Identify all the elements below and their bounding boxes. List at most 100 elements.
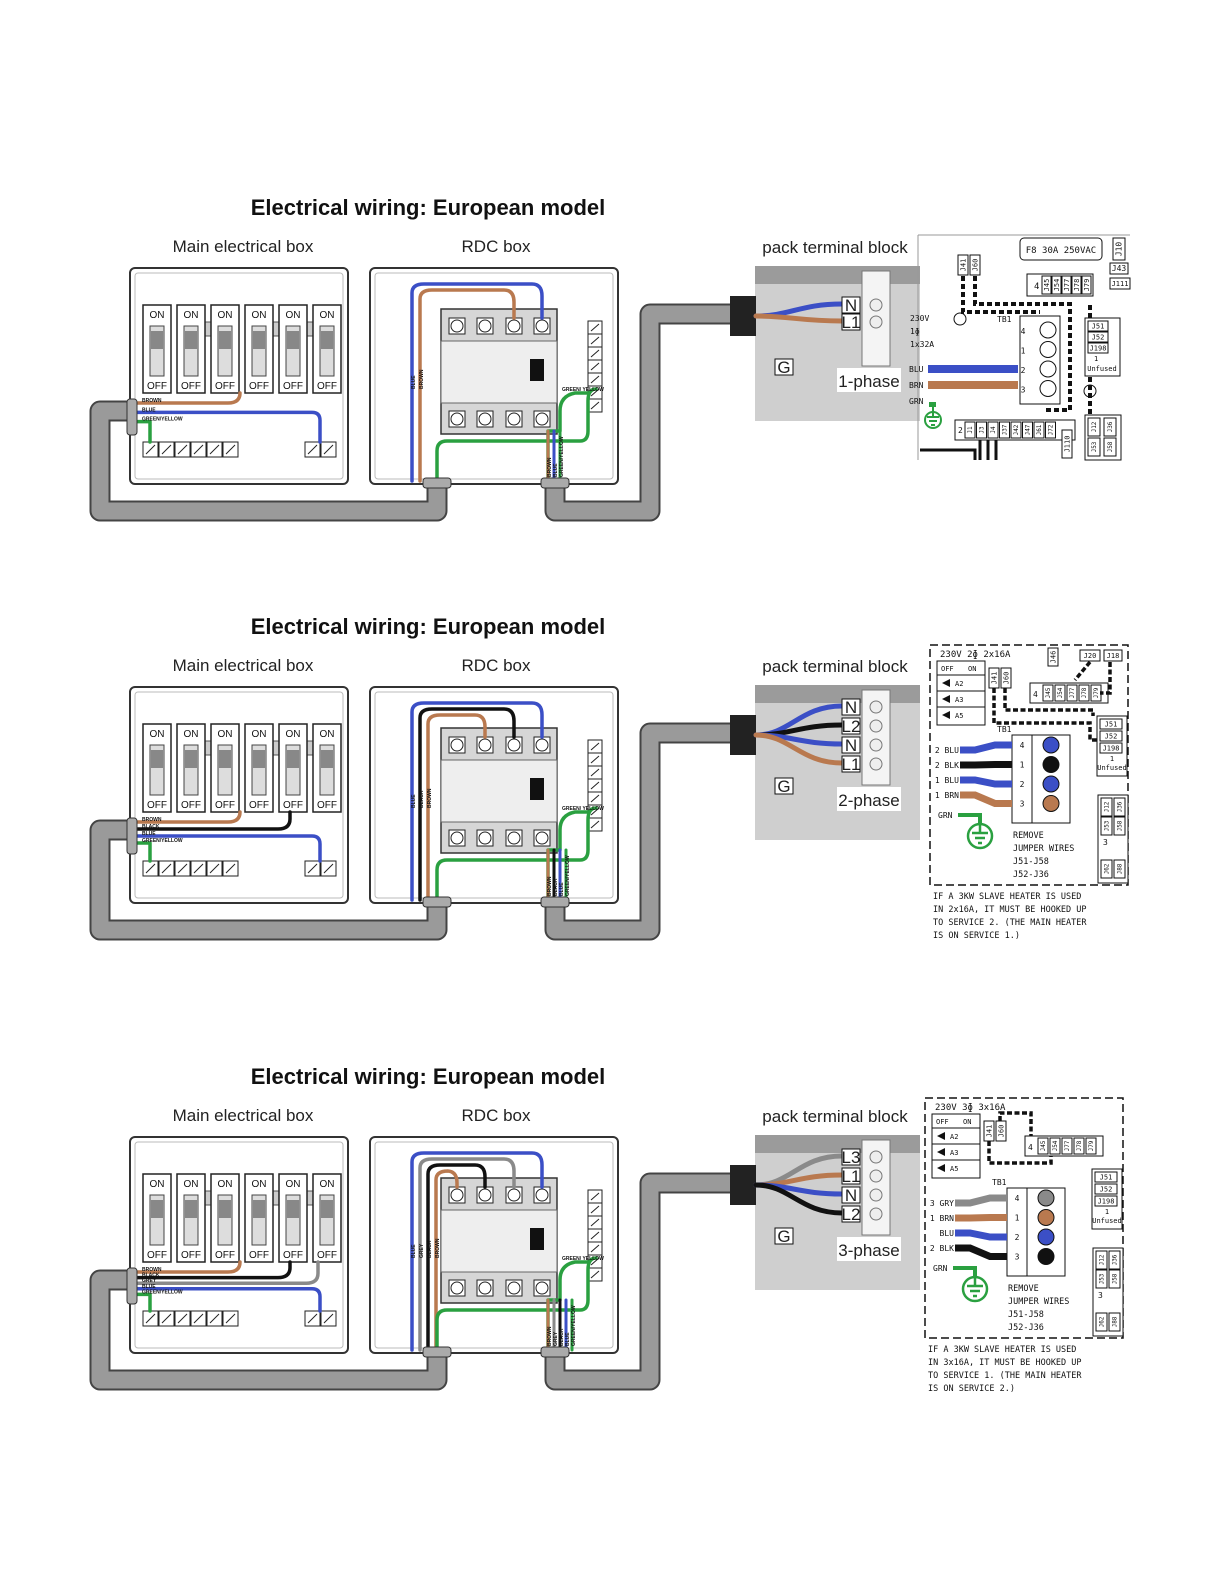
jumper-label: J51 [1092,322,1105,330]
screw-slot [590,742,600,751]
jumper-chip [1108,1250,1121,1270]
breaker-off-label: OFF [283,800,303,811]
cable-gland [422,1346,452,1358]
jumper-label: J198 [1103,744,1120,752]
breaker-off-label: OFF [249,1250,269,1261]
breaker-off-label: OFF [147,1250,167,1261]
terminal-letter: L1 [842,755,861,774]
remove-jumper-note: J52-J36 [1013,870,1049,880]
grey-wire [418,1157,516,1352]
phase-label-box [837,368,901,392]
screw-slot [209,444,220,455]
rcd-test-switch [530,778,544,800]
rdc-exit-wire-label: BLUE [565,1332,571,1346]
jumper-chip [1087,342,1109,354]
terminal-letter: N [845,736,857,755]
wire-label: 1 BRN [935,791,959,800]
screw-slot [177,444,188,455]
breaker-off-label: OFF [181,1250,201,1261]
breaker-lever [253,331,265,349]
slave-heater-note: IS ON SERVICE 1.) [933,931,1020,941]
breaker-on-label: ON [150,1179,165,1190]
rcd-terminal-screw [478,412,492,426]
screw-slot [161,444,172,455]
jumper-label: J60 [1002,672,1010,685]
jumper-label: J77 [1069,687,1076,698]
brown-wire [134,391,242,405]
conduit-group [89,722,735,941]
grey-wire [955,1194,1007,1207]
terminal-letter-box [841,1205,861,1223]
jumper-label: J62 [1104,863,1111,874]
breaker-on-label: ON [320,310,335,321]
section-title: Electrical wiring: European model [251,195,606,220]
jumper-label: J58 [1117,820,1124,831]
brown-wire [134,810,242,824]
main-box-inner [134,691,344,899]
switch-off-label: OFF [941,665,954,673]
rcd-terminal-screw [507,412,521,426]
tb1-terminal [1042,756,1060,773]
blue-wire [134,834,322,863]
main-wire-label: GREEN/YELLOW [142,417,183,423]
rdc-exit-wire-label: BROWN [547,876,553,896]
terminal-letter-box [841,1148,861,1166]
switch-arrow-icon [942,679,950,687]
tb1-terminal-number: 4 [1020,741,1025,750]
breaker-off-label: OFF [283,381,303,392]
breaker-off-label: OFF [317,381,337,392]
screw-slot [590,820,600,829]
rdc-wire-label: GREY [419,1243,425,1258]
rcd-terminal-screw [478,1281,492,1295]
black-wire [960,761,1012,769]
conduit-group [89,303,735,522]
screw-slot [225,444,236,455]
jumper-chip [1087,437,1101,457]
main-box-label: Main electrical box [173,656,314,675]
remove-jumper-note: REMOVE [1013,831,1044,841]
rdc-box-label: RDC box [462,237,531,256]
screw-slot [177,1313,188,1324]
blue-wire [410,1151,544,1352]
breaker-off-label: OFF [215,381,235,392]
terminal-screw [869,1169,883,1183]
conduit [91,1271,446,1389]
screw-slot [323,1313,334,1324]
breaker-on-label: ON [218,729,233,740]
green-wire [134,419,152,444]
ground-icon [953,1266,989,1303]
breaker-lever [253,1200,265,1218]
terminal-screw [869,719,883,733]
jumper-chip [1054,684,1066,702]
tb1-terminal-number: 4 [1015,1194,1020,1203]
ground-wire-label: GRN [909,397,924,406]
breaker-off-label: OFF [317,1250,337,1261]
jumper-label: J78 [1081,687,1088,698]
terminal-letter: N [845,1186,857,1205]
jumper-label: J42 [1013,424,1020,435]
terminal-photo-top [755,1135,920,1153]
rcd-terminal-screw [478,831,492,845]
slave-heater-note: IN 3x16A, IT MUST BE HOOKED UP [928,1358,1082,1368]
ground-symbol [972,824,988,845]
jumper-label: J20 [1084,652,1097,660]
jumper-chip [1049,1137,1061,1155]
jumper-chip [1108,1269,1121,1289]
black-wire [418,707,516,902]
wire-label: 2 BLU [935,746,959,755]
jumper-chip [1095,1269,1108,1289]
main-wire-label: GREEN/YELLOW [142,1289,183,1295]
phase-label: 1-phase [838,372,899,391]
group-label: 2 [958,426,963,435]
ground-wire-label: GRN [938,811,953,820]
screw-slot [225,1313,236,1324]
breaker-lever [151,331,163,349]
ground-icon [924,402,942,429]
screw-slot [307,1313,318,1324]
jumper-chip [1042,684,1054,702]
rcd-terminal-screw [450,738,464,752]
screw-slot [590,768,600,777]
